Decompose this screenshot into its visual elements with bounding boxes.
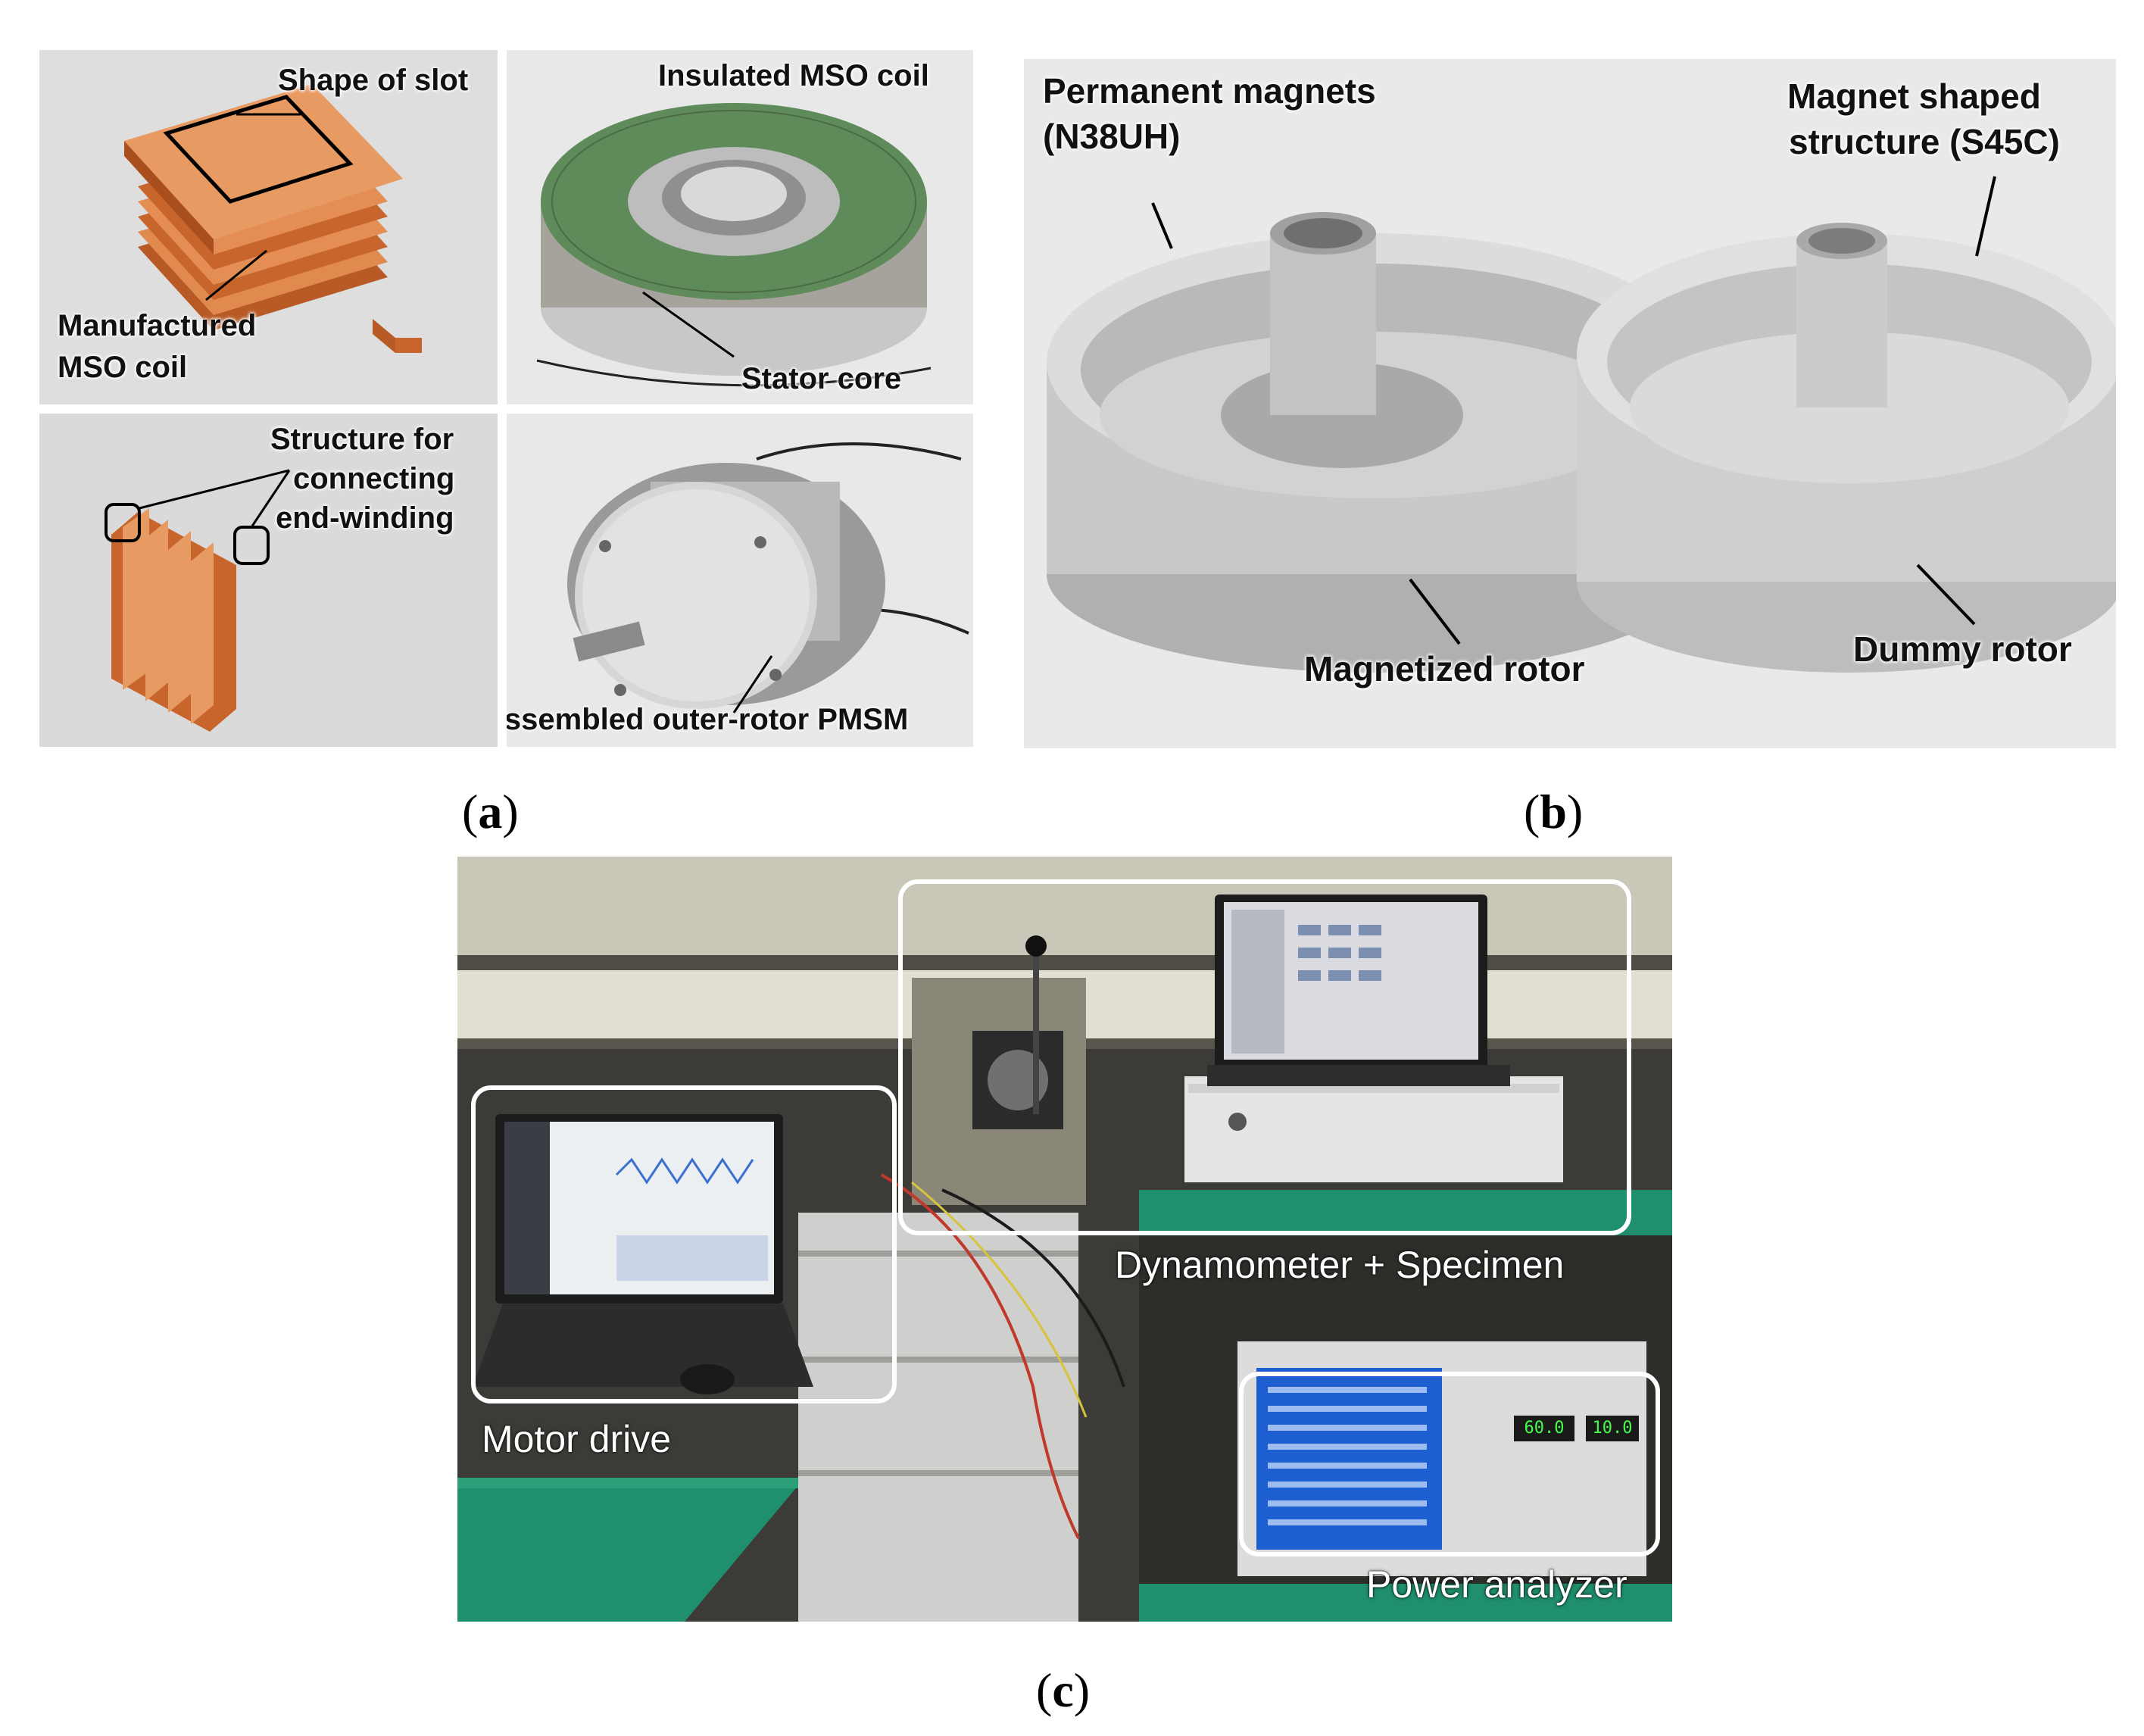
label-motor-drive: Motor drive [482,1418,672,1460]
analyzer-readout-left: 60.0 [1524,1419,1565,1438]
label-insulated-coil: Insulated MSO coil [658,59,929,92]
caption-b: (b) [1524,785,1584,838]
photo-test-bench: 60.0 10.0 Dynamometer + Specimen Motor d… [457,857,1672,1622]
frame-dynamometer [898,879,1631,1235]
label-stator-core: Stator core [741,362,902,395]
label-dummy-rotor: Dummy rotor [1853,629,2072,669]
pmsm-drawing [507,414,973,747]
analyzer-readout-right: 10.0 [1592,1419,1633,1438]
panel-a: Shape of slot Manufactured MSO coil Insu… [39,50,973,747]
label-shape-of-slot: Shape of slot [278,64,469,97]
label-dynamometer: Dynamometer + Specimen [1115,1244,1565,1286]
label-assembled: Assembled outer-rotor PMSM [507,703,909,736]
coil-segments [551,110,916,293]
caption-c: (c) [1036,1663,1091,1717]
label-magnetized-rotor: Magnetized rotor [1304,649,1585,688]
caption-a: (a) [462,785,519,838]
label-manufactured-line1: Manufactured [58,309,257,342]
label-structure-line1: Structure for [270,423,454,456]
frame-power-analyzer [1239,1372,1660,1556]
label-permanent-line2: (N38UH) [1043,117,1181,156]
photo-mso-coil: Shape of slot Manufactured MSO coil [39,50,498,404]
label-manufactured-line2: MSO coil [58,351,188,384]
photo-rotors [1024,59,2116,748]
frame-motor-drive [471,1085,897,1403]
label-power-analyzer: Power analyzer [1366,1563,1628,1606]
label-structure-line3: end-winding [276,501,454,535]
label-magnet-shaped-line1: Magnet shaped [1787,76,2041,116]
panel-c: 60.0 10.0 Dynamometer + Specimen Motor d… [457,857,1672,1622]
photo-assembled-pmsm: Assembled outer-rotor PMSM [507,414,973,747]
stator-drawing [507,50,973,404]
panel-b: Permanent magnets (N38UH) Magnet shaped … [1024,59,2116,748]
upright-fins [111,508,236,732]
label-magnet-shaped-line2: structure (S45C) [1789,122,2060,161]
label-permanent-line1: Permanent magnets [1043,71,1376,111]
photo-insulated-stator: Insulated MSO coil Stator core [507,50,973,404]
test-bench-drawing [457,857,1672,1622]
end-winding-drawing [39,414,498,747]
photo-end-winding-coil: Structure for connecting end-winding [39,414,498,747]
dummy-rotor-drawing [1577,223,2116,673]
rotors-drawing [1024,59,2116,748]
mso-coil-drawing [39,50,498,404]
label-structure-line2: connecting [293,462,455,495]
